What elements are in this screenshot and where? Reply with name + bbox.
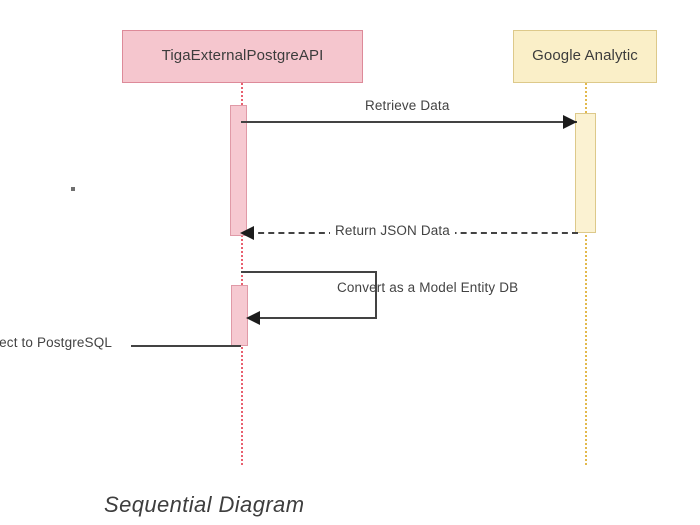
participant-box-tiga-external-postgre-api[interactable]: TigaExternalPostgreAPI (122, 30, 363, 83)
participant-label-ga: Google Analytic (532, 47, 638, 65)
message-line-convert-bottom (258, 317, 377, 319)
arrowhead-return-json-data (240, 226, 254, 240)
lifeline-tiga-external-postgre-api (241, 83, 243, 465)
message-label-inject-postgresql: ject to PostgreSQL (0, 335, 113, 350)
participant-box-google-analytic[interactable]: Google Analytic (513, 30, 657, 83)
message-line-convert-top (241, 271, 377, 273)
activation-bar-google-analytic (575, 113, 596, 233)
message-label-retrieve-data: Retrieve Data (365, 98, 450, 113)
message-line-convert-right (375, 271, 377, 318)
message-label-return-json-data: Return JSON Data (330, 223, 455, 238)
arrowhead-retrieve-data (563, 115, 577, 129)
message-label-convert-model-entity: Convert as a Model Entity DB (337, 280, 519, 295)
activation-bar-api-first (230, 105, 247, 236)
message-line-inject-postgresql (131, 345, 241, 347)
diagram-caption: Sequential Diagram (104, 492, 305, 517)
lifeline-google-analytic (585, 83, 587, 465)
arrowhead-convert-model-entity (246, 311, 260, 325)
message-line-retrieve-data (241, 121, 577, 123)
stray-dot-artifact (71, 187, 75, 191)
participant-label-api: TigaExternalPostgreAPI (161, 47, 324, 65)
